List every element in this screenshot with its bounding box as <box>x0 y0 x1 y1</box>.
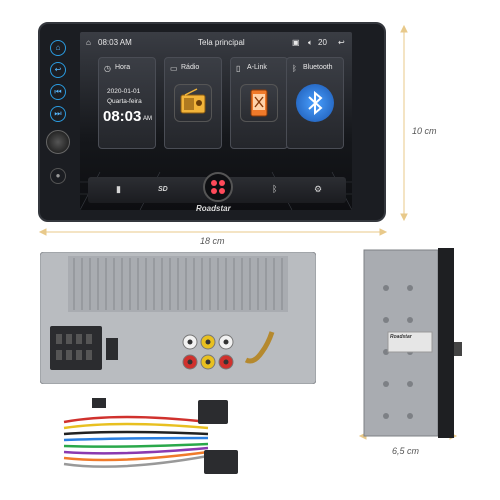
clock-tile[interactable]: ◷ Hora 2020-01-01 Quarta-feira 08:03 AM <box>98 57 156 149</box>
page-title: Tela principal <box>198 38 245 47</box>
clock-icon: ◷ <box>104 64 111 73</box>
side-label-brand: Roadstar <box>390 334 412 340</box>
width-dimension: 18 cm <box>200 236 225 246</box>
height-dimension: 10 cm <box>412 126 437 136</box>
settings-icon[interactable]: ⚙ <box>314 184 323 194</box>
phone-link-icon: ▯ <box>236 64 241 73</box>
apps-button[interactable] <box>203 172 233 202</box>
bluetooth-small-icon: ᛒ <box>292 64 297 73</box>
next-track-icon[interactable]: ⏭ <box>50 106 66 122</box>
bluetooth-tile-label: Bluetooth <box>303 64 333 71</box>
clock-ampm: AM <box>143 116 152 122</box>
radio-icon <box>174 84 212 122</box>
bluetooth-dock-icon[interactable]: ᛒ <box>272 184 278 194</box>
front-panel-buttons: ⌂ ↩ ⏮ ⏭ ● <box>40 26 76 218</box>
alink-tile-label: A-Link <box>247 64 267 71</box>
clock-weekday: Quarta-feira <box>107 98 142 105</box>
back-icon[interactable]: ↩ <box>338 38 345 47</box>
status-time: 08:03 AM <box>98 38 132 47</box>
radio-tile-label: Rádio <box>181 64 200 71</box>
radio-tile[interactable]: ▭ Rádio <box>164 57 222 149</box>
usb-icon[interactable]: ▮ <box>116 184 121 194</box>
alink-icon <box>240 84 278 122</box>
prev-track-icon[interactable]: ⏮ <box>50 84 66 100</box>
side-view <box>358 248 464 438</box>
back-panel <box>39 251 317 385</box>
home-icon[interactable]: ⌂ <box>86 38 91 47</box>
alink-tile[interactable]: ▯ A-Link <box>230 57 288 149</box>
clock-date: 2020-01-01 <box>107 88 141 95</box>
brand-logo: Roadstar <box>196 204 231 213</box>
depth-dimension: 6,5 cm <box>392 446 420 456</box>
bluetooth-icon <box>296 84 334 122</box>
mic-icon: ● <box>50 168 66 184</box>
clock-time: 08:03 <box>103 108 142 125</box>
back-icon[interactable]: ↩ <box>50 62 66 78</box>
volume-knob[interactable] <box>46 130 70 154</box>
status-bar: ⌂ 08:03 AM Tela principal ▣ 🔈︎ 20 ↩ <box>80 32 352 54</box>
wiring-harness <box>63 398 238 474</box>
sd-label[interactable]: SD <box>158 186 168 193</box>
clock-tile-label: Hora <box>115 64 131 71</box>
display-icon[interactable]: ▣ <box>292 38 300 47</box>
bluetooth-tile[interactable]: ᛒ Bluetooth <box>286 57 344 149</box>
volume-icon[interactable]: 🔈︎ <box>308 38 313 47</box>
home-icon[interactable]: ⌂ <box>50 40 66 56</box>
radio-small-icon: ▭ <box>170 64 178 73</box>
volume-level: 20 <box>318 38 327 47</box>
apps-grid-icon <box>211 180 225 194</box>
